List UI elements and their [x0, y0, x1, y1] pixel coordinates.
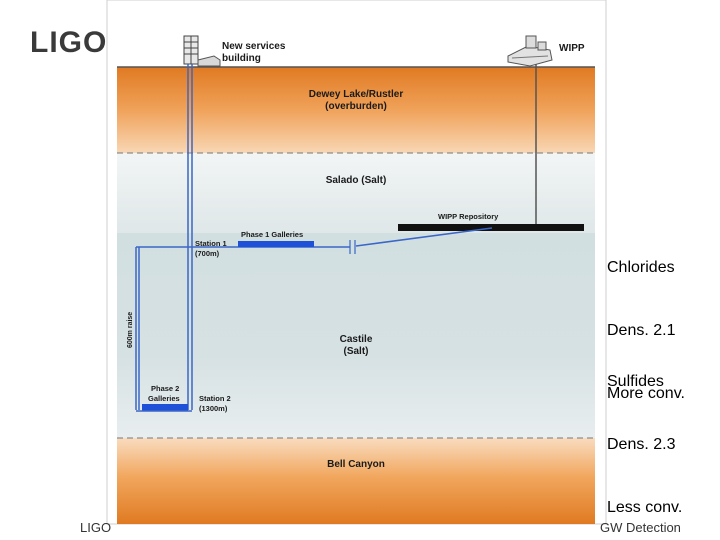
connecting-drift	[355, 227, 493, 247]
station2-label-1: Station 2	[199, 394, 231, 403]
phase2-label-2: Galleries	[148, 394, 180, 403]
raise-label: 600m raise	[127, 312, 134, 348]
note-line: Chlorides	[607, 259, 675, 276]
overburden-label-2: (overburden)	[325, 101, 387, 112]
wipp-repository-label: WIPP Repository	[438, 212, 499, 221]
building-icon	[183, 35, 221, 67]
overburden-label-1: Dewey Lake/Rustler	[309, 89, 404, 100]
layer-castile	[117, 233, 595, 438]
note-line: Sulfides	[607, 373, 664, 390]
station2-label-2: (1300m)	[199, 404, 228, 413]
wipp-label: WIPP	[559, 43, 585, 54]
chlorides-note: Chlorides Dens. 2.1 More conv.	[607, 215, 685, 425]
note-line: Less conv.	[607, 499, 683, 516]
salado-label: Salado (Salt)	[326, 175, 387, 186]
phase2-galleries-bar	[142, 404, 188, 411]
phase1-galleries-bar	[238, 241, 314, 247]
footer-right: GW Detection	[600, 520, 681, 535]
sulfides-note: Sulfides Dens. 2.3 Less conv.	[607, 329, 682, 539]
wipp-facility-icon	[507, 35, 553, 67]
bell-canyon-label: Bell Canyon	[327, 459, 385, 470]
layer-overburden	[117, 67, 595, 153]
phase2-label-1: Phase 2	[151, 384, 179, 393]
note-line: Dens. 2.1	[607, 322, 676, 339]
layer-salado	[117, 153, 595, 233]
ligo-logo: LIGO	[30, 26, 108, 59]
station1-label-1: Station 1	[195, 239, 227, 248]
castile-label-2: (Salt)	[344, 346, 369, 357]
note-line: Dens. 2.3	[607, 436, 676, 453]
phase1-label: Phase 1 Galleries	[241, 230, 303, 239]
station1-label-2: (700m)	[195, 249, 220, 258]
layer-bell-canyon	[117, 438, 595, 524]
castile-label-1: Castile	[340, 334, 373, 345]
footer-left: LIGO	[80, 520, 112, 535]
new-services-label-1: New services	[222, 41, 286, 52]
note-line: More conv.	[607, 385, 685, 402]
new-services-label-2: building	[222, 53, 261, 64]
